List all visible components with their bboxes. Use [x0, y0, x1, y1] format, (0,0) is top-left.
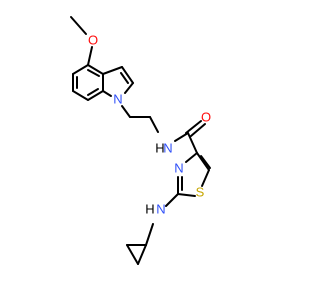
bond-n1-c7a: [102, 90, 112, 97]
bond-o-c4: [87, 46, 93, 66]
atom-labels: O N N H O N S H N: [88, 33, 211, 217]
methoxy-oxygen-label: O: [88, 33, 98, 48]
bond-c3a-c4-inner: [87, 69, 100, 77]
bond-methyl-o: [70, 16, 87, 35]
bond-c5-s: [201, 169, 210, 187]
bond-c7-c7a: [87, 90, 104, 101]
bond-c2-nh: [165, 193, 179, 207]
bond-cp-3: [137, 244, 147, 265]
bond-n3-c4: [185, 152, 198, 163]
indole-nitrogen-label: N: [113, 92, 122, 107]
bond-c3a-c3: [102, 66, 123, 75]
bond-c3-c2: [121, 66, 134, 84]
bond-ch2-amide-n: [149, 116, 159, 133]
bond-c7-c7a-inner: [87, 88, 99, 96]
bond-c4-c5-thz-inner: [200, 155, 211, 169]
bond-c2-n1: [124, 82, 134, 94]
bond-amide-c-thiazole-c4: [187, 132, 198, 154]
bond-lines: [70, 16, 211, 265]
bond-c4-c5: [72, 64, 89, 75]
bond-nh-cp: [145, 223, 154, 246]
thiazole-nitrogen-label: N: [174, 161, 183, 176]
bond-n1-ch2: [121, 105, 131, 118]
thiazole-sulfur-label: S: [196, 185, 205, 200]
molecule-structure: O N N H O N S H N: [70, 16, 211, 265]
bond-c3a-c4: [87, 64, 104, 75]
bond-c-o-double-1: [185, 120, 202, 134]
amide-hydrogen-label: H: [155, 141, 164, 156]
carbonyl-oxygen-label: O: [201, 110, 211, 125]
bond-c3-c2-inner: [120, 72, 129, 84]
bond-c4-c5-thz: [196, 152, 210, 171]
amide-nitrogen-label: N: [163, 141, 172, 156]
bond-amide-n-c: [174, 132, 189, 142]
bond-s-c2: [177, 193, 196, 197]
amine-hydrogen-label: H: [145, 202, 154, 217]
bond-c6-c7: [72, 90, 89, 101]
amine-nitrogen-label: N: [156, 202, 165, 217]
bond-c-o-double-2: [190, 123, 206, 137]
bond-cp-2: [126, 244, 139, 265]
